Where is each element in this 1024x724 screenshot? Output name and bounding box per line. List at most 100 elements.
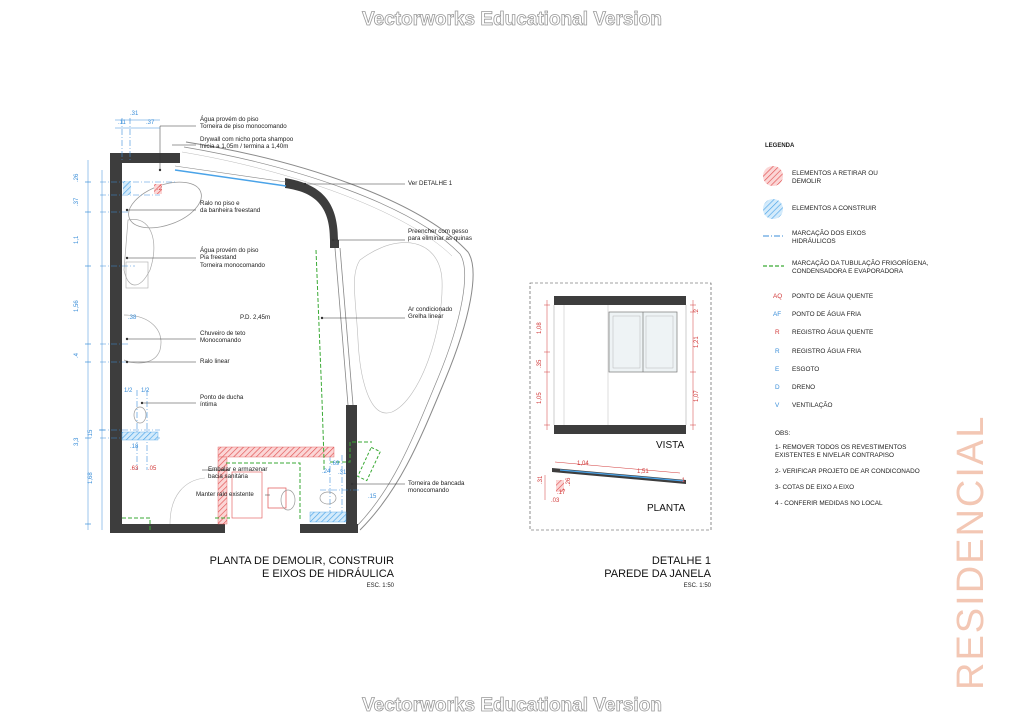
demolish-niche [267,487,287,509]
bidet [133,406,147,424]
demolish-item [154,184,162,194]
door-swing [169,477,206,525]
dimension-ticks [85,181,105,525]
detail-dim-right-0: .2 [694,308,700,314]
bathtub [128,181,202,229]
annotation-drywall: Drywall com nicho porta shampoo Inicia a… [200,136,294,151]
construct-niche [123,181,131,195]
wall-stub [330,240,339,248]
code-d: D [775,384,780,391]
wall-right-lower [346,405,357,533]
dim-top-1: .11 [118,120,126,126]
obs-3: 3- COTAS DE EIXO A EIXO [775,484,855,491]
window-line-2 [174,165,287,183]
plan-title: PLANTA DE DEMOLIR, CONSTRUIR E EIXOS DE … [150,555,394,581]
elevation-top-slab [554,296,686,305]
demolish-wall-side [217,456,228,525]
glazing-right [334,247,349,406]
annotation-manter-ralo: Manter ralo existente [196,491,254,498]
detail-dim-left-2: 1,05 [537,392,543,404]
annotation-ralo-banheira: Ralo no piso e da banheira freestand [200,200,261,215]
detail-dim-planta-2: .1 [680,478,686,484]
code-rf: R [775,348,780,355]
detail-dim-right-1: 1,21 [694,336,700,348]
code-aq: AQ [773,293,783,300]
annotation-chuveiro: Chuveiro de teto Monocomando [200,330,246,345]
dim-inner-5: .05 [148,466,157,472]
legend-item-axis: MARCAÇÃO DOS EIXOS HIDRÁULICOS [792,230,866,245]
watermark-top: Vectorworks Educational Version [362,9,663,31]
code-v-label: VENTILAÇÃO [792,402,833,409]
annotation-preencher: Preencher com gesso para eliminar as qui… [408,228,472,243]
plan-detail-wall [552,468,686,484]
code-e: E [775,366,780,373]
obs-title: OBS: [775,430,791,437]
legend-swatch-demolish [763,166,783,186]
side-label: RESIDENCIAL [950,414,992,690]
wall-bottom-right [300,524,358,533]
detail-dim-planta-4: .17 [557,490,566,496]
dim-left-1: .37 [74,197,80,206]
detail-dim-planta-3: .31 [538,475,544,484]
pd-label: P.D. 2,45m [240,314,271,321]
code-d-label: DRENO [792,384,816,391]
facade-curve [185,141,474,531]
dim-inner-10: .15 [368,494,377,500]
legend-item-construct: ELEMENTOS A CONSTRUIR [792,205,877,212]
wall-left [110,153,122,531]
dim-inner-7: .24 [322,469,331,475]
dim-inner-6: .2 [157,186,163,192]
detail-1 [529,282,712,531]
dim-top-0: .31 [130,111,139,117]
sink-basin [125,261,149,289]
vista-label: VISTA [656,440,685,451]
code-e-label: ESGOTO [792,366,820,373]
leader-dots [125,168,354,486]
elevation-bottom-slab [554,425,686,434]
dim-left-5: 3,3 [74,437,80,446]
detail-dim-planta-6: .03 [551,498,560,504]
dim-left-7: .15 [88,429,94,438]
dim-inner-9: .69 [331,461,340,467]
detail-dim-planta-1: 1,51 [637,469,649,475]
plan-scale: ESC. 1:50 [366,583,394,589]
legend-swatches [763,166,784,267]
code-af-label: PONTO DE ÁGUA FRIA [792,311,862,318]
dim-left-2: 1,1 [74,235,80,244]
dim-inner-3: .18 [130,444,139,450]
dim-inner-2: 1/2 [141,388,150,394]
code-aq-label: PONTO DE ÁGUA QUENTE [792,293,874,300]
wall-top [110,153,180,163]
legend-swatch-construct [763,199,783,219]
code-v: V [775,402,780,409]
legend-item-refrigeration: MARCAÇÃO DA TUBULAÇÃO FRIGORÍGENA, CONDE… [792,260,929,275]
plan-title-line2: E EIXOS DE HIDRÁULICA [261,568,394,580]
glazing-right-2 [339,247,354,406]
detail-dim-left-1: .35 [537,359,543,368]
plan-title-line1: PLANTA DE DEMOLIR, CONSTRUIR [209,555,394,567]
dimension-lines [87,119,160,530]
annotation-ralo-linear: Ralo linear [200,358,230,365]
code-rq-label: REGISTRO ÁGUA QUENTE [792,329,874,336]
curved-floor-feature [354,242,443,414]
annotation-ducha: Ponto de ducha íntima [200,394,244,409]
annotation-pia: Água provém do piso Pia freestand Tornei… [200,247,266,269]
demolish-toilet [231,471,263,519]
dim-inner-1: 1/2 [124,388,133,394]
detail-dim-planta-0: 1,04 [577,461,589,467]
toilet [280,489,296,511]
construct-bench [309,511,347,523]
legend-title: LEGENDA [765,143,795,149]
wall-curved [285,178,338,240]
window-line [174,169,287,187]
dim-inner-8: .31 [338,470,347,476]
dim-left-3: 1,56 [74,300,80,312]
counter-sink [319,491,337,505]
detail-frame [529,282,712,531]
wall-bottom-left [110,524,225,533]
floor-plan [85,118,474,533]
watermark-bottom: Vectorworks Educational Version [362,695,663,717]
facade-curve-mid [181,151,453,257]
obs-1: 1- REMOVER TODOS OS REVESTIMENTOS EXISTE… [775,444,907,459]
